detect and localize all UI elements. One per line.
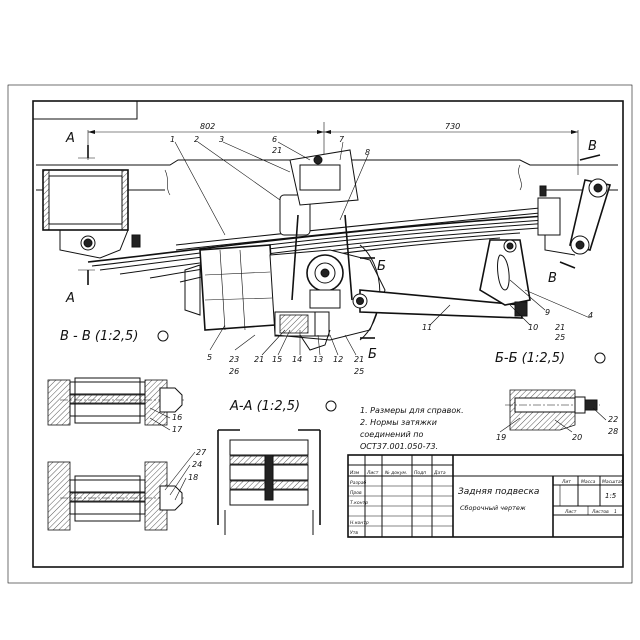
callout-10: 10 [528,323,538,332]
inner-frame [32,100,624,568]
callout-6: 6 [272,135,277,144]
reaction-rod [352,239,531,319]
leader-16 [149,407,171,419]
tb-mass-label: Масса [581,479,596,485]
surface-finish-mark-vv [157,330,169,342]
section-aa-view [217,429,321,535]
callout-2: 2 [194,135,199,144]
callout-4: 4 [588,311,593,320]
section-vv-upper [47,377,185,426]
callout-11: 11 [422,323,432,332]
tb-sheet-label: Лист [564,509,577,515]
tb-izm: Изм [350,470,360,476]
callout-20: 20 [572,433,582,442]
leader-24 [169,464,191,496]
corner-stamp-box [32,100,138,120]
note-3: соединений по [360,430,424,439]
leader-19 [499,417,521,433]
leader-18 [174,477,187,501]
tb-tkontr: Т.контр [350,500,368,506]
tb-utv: Утв [350,530,358,536]
u-bolt-clamp [274,214,353,351]
leader-17 [149,417,171,431]
tb-scale-label: Масштаб [602,479,624,485]
callout-21-top: 21 [272,146,282,155]
tb-nkontr: Н.контр [350,520,369,526]
leader-27 [164,451,196,491]
tb-sheets-label: Листов [591,509,609,515]
callout-23: 23 [229,355,239,364]
callout-15: 15 [272,355,282,364]
callout-16: 16 [172,413,182,422]
section-title-aa: А-А (1:2,5) [229,399,300,414]
drawing-notes: 1. Размеры для справок. 2. Нормы затяжки… [360,406,464,451]
callout-26: 26 [229,367,239,376]
marker-b-top: Б [377,259,386,274]
tb-lit-label: Лит [561,479,571,485]
callout-25-right: 25 [555,333,565,342]
outer-border [7,84,633,584]
callout-1: 1 [170,135,175,144]
tb-list: Лист [366,470,379,476]
marker-a-top: А [65,131,75,146]
marker-v-bottom: В [548,271,557,286]
section-cut-markers [78,145,601,339]
callout-18: 18 [188,473,198,482]
shock-absorber [279,149,359,236]
tb-razrab: Разраб [350,480,366,486]
section-title-vv: В - В (1:2,5) [60,329,138,344]
leader-20 [554,419,573,433]
drawing-subtitle: Сборочный чертеж [460,504,526,512]
callout-13: 13 [313,355,323,364]
rear-shackle [537,178,612,256]
surface-finish-mark-bb [594,352,606,364]
tb-prov: Пров [350,490,362,496]
leader-22 [592,407,607,421]
callout-9: 9 [545,308,550,317]
note-2: 2. Нормы затяжки [360,418,437,427]
callout-3: 3 [219,135,224,144]
marker-a-bottom: А [65,291,75,306]
tb-data: Дата [433,470,446,476]
section-vv-lower [47,461,185,531]
callout-21-b: 21 [354,355,364,364]
callout-5: 5 [207,353,212,362]
tb-doc: № докум. [384,470,407,476]
tb-sheets-count: 1 [614,509,617,515]
callout-28: 28 [608,427,618,436]
callout-22: 22 [608,415,618,424]
callout-27: 27 [196,448,207,457]
callout-24: 24 [192,460,202,469]
drawing-title: Задняя подвеска [458,487,539,497]
callout-14: 14 [292,355,302,364]
front-spring-bracket [42,169,141,259]
title-block [347,454,624,538]
dimension-right: 730 [445,122,460,131]
callout-leaders [174,141,591,356]
tb-podp: Подп [414,470,426,476]
note-1: 1. Размеры для справок. [360,406,464,415]
callout-17: 17 [172,425,183,434]
note-4: ОСТ37.001.050-73. [360,442,438,451]
callout-21-bottom: 21 [254,355,264,364]
dimension-left: 802 [200,122,215,131]
surface-finish-mark-aa [325,400,337,412]
callout-21-right: 21 [555,323,565,332]
callout-12: 12 [333,355,343,364]
tb-scale-value: 1:5 [605,492,617,500]
callout-25-b: 25 [354,367,364,376]
marker-v-top: В [588,139,597,154]
callout-7: 7 [339,135,345,144]
callout-19: 19 [496,433,506,442]
marker-b-bottom: Б [368,347,377,362]
callout-8: 8 [365,148,370,157]
section-title-bb: Б-Б (1:2,5) [495,351,565,366]
section-bb-view [505,389,600,431]
